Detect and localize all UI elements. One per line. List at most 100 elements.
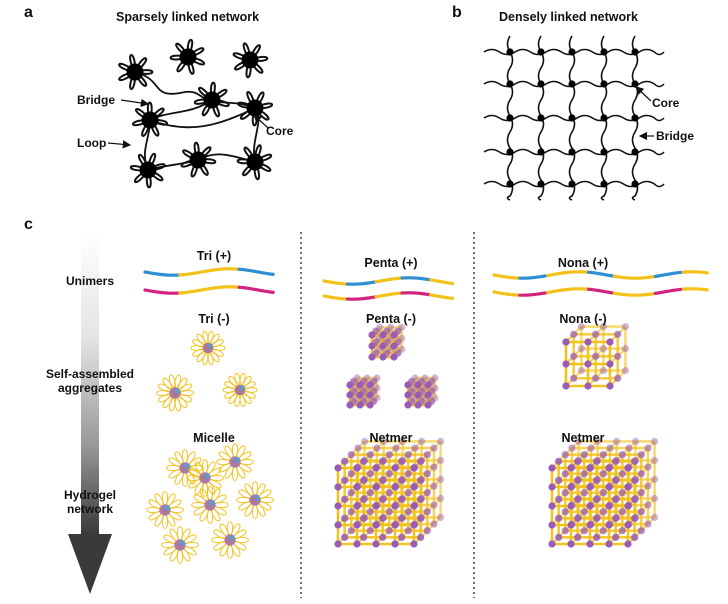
netmer-core bbox=[625, 501, 633, 509]
netmer-core bbox=[613, 475, 621, 483]
netmer-core bbox=[548, 502, 556, 510]
netmer-core bbox=[594, 437, 602, 445]
netmer-core bbox=[599, 508, 607, 516]
netmer-core bbox=[360, 457, 368, 465]
netmer-core bbox=[594, 456, 602, 464]
netmer-core bbox=[353, 374, 361, 382]
netmer-core bbox=[561, 527, 569, 535]
strand-segment bbox=[322, 294, 348, 301]
micelle-cluster bbox=[156, 374, 194, 412]
netmer-core bbox=[379, 514, 387, 522]
netmer-core bbox=[570, 330, 578, 338]
strand-segment bbox=[178, 285, 240, 295]
core-dot bbox=[246, 99, 264, 117]
netmer-core bbox=[347, 489, 355, 497]
aggregates-label-line2: aggregates bbox=[57, 381, 123, 395]
netmer-core bbox=[392, 463, 400, 471]
chain-loop bbox=[234, 389, 241, 407]
netmer-core bbox=[612, 514, 620, 522]
netmer-core bbox=[567, 540, 575, 548]
netmer-core bbox=[614, 352, 622, 360]
chain-loop bbox=[207, 347, 220, 363]
netmer-core bbox=[612, 476, 620, 484]
netmer-core bbox=[423, 489, 431, 497]
chain-loop bbox=[157, 392, 176, 403]
netmer-core bbox=[404, 527, 412, 535]
netmer-core bbox=[574, 476, 582, 484]
netmer-core bbox=[366, 527, 374, 535]
netmer-core bbox=[373, 374, 381, 382]
netmer-core bbox=[618, 451, 626, 459]
strand-segment bbox=[681, 270, 709, 275]
netmer-core bbox=[411, 482, 419, 490]
panel-letter-c: c bbox=[24, 216, 33, 233]
netmer-core bbox=[347, 508, 355, 516]
core-label-a: Core bbox=[266, 124, 294, 138]
core-dot bbox=[631, 114, 639, 122]
netmer-core bbox=[411, 444, 419, 452]
unimers-label: Unimers bbox=[65, 274, 115, 288]
netmer-core bbox=[593, 533, 601, 541]
netmer-core bbox=[599, 367, 608, 375]
netmer-core bbox=[387, 334, 395, 342]
netmer-core bbox=[417, 476, 425, 484]
hydrogel-label: Hydrogel network bbox=[64, 488, 116, 516]
chain-loop bbox=[254, 489, 272, 501]
netmer-core bbox=[385, 451, 393, 459]
netmer-core bbox=[574, 495, 582, 503]
netmer-core bbox=[349, 397, 358, 406]
netmer-core bbox=[418, 456, 426, 464]
netmer-label-penta: Netmer bbox=[369, 431, 413, 445]
netmer-core bbox=[430, 482, 438, 490]
netmer-core bbox=[373, 501, 381, 509]
strand-segment bbox=[429, 293, 455, 301]
netmer-core bbox=[379, 476, 387, 484]
netmer-core bbox=[575, 513, 583, 522]
netmer-core bbox=[606, 501, 614, 509]
netmer-core bbox=[392, 520, 400, 528]
netmer-core bbox=[625, 520, 633, 528]
netmer-core bbox=[399, 456, 407, 464]
chain-loop bbox=[174, 374, 182, 394]
netmer-core bbox=[577, 345, 586, 353]
micelle-cluster bbox=[211, 521, 249, 559]
panel-letter-a: a bbox=[24, 4, 33, 21]
netmer-core bbox=[593, 457, 601, 465]
netmer-core bbox=[383, 327, 391, 335]
netmer-core bbox=[561, 470, 569, 478]
netmer-core bbox=[417, 457, 425, 465]
strand-segment bbox=[400, 276, 432, 282]
netmer-core bbox=[624, 540, 632, 548]
unimer-strands bbox=[143, 267, 709, 301]
netmer-core bbox=[411, 520, 419, 528]
netmer-core bbox=[593, 476, 601, 484]
netmer-core bbox=[618, 489, 626, 497]
netmer-core bbox=[404, 489, 412, 497]
netmer-core bbox=[555, 533, 563, 541]
netmer-core bbox=[411, 374, 419, 382]
netmer-core bbox=[411, 463, 419, 471]
netmer-core bbox=[437, 513, 445, 522]
netmer-core bbox=[613, 437, 621, 445]
netmer-core bbox=[612, 533, 620, 541]
netmer-core bbox=[593, 495, 601, 503]
strand-segment bbox=[587, 287, 615, 295]
netmer-core bbox=[407, 377, 416, 386]
netmer-core bbox=[599, 451, 607, 459]
strand-segment bbox=[374, 276, 404, 284]
netmer-core bbox=[411, 384, 419, 392]
micelle-cluster bbox=[190, 331, 226, 365]
netmer-core bbox=[570, 374, 578, 382]
netmer-core bbox=[418, 513, 426, 522]
netmer-core bbox=[584, 360, 592, 368]
cluster-core-highlight bbox=[178, 539, 186, 547]
bridge-line bbox=[483, 114, 665, 122]
netmer-core bbox=[637, 451, 645, 459]
netmer-core bbox=[398, 334, 406, 342]
netmer-core bbox=[605, 540, 613, 548]
chain-loop bbox=[168, 374, 176, 394]
netmer-core bbox=[423, 470, 431, 478]
netmer-core bbox=[644, 520, 652, 528]
netmer-core bbox=[366, 508, 374, 516]
netmer-core bbox=[347, 470, 355, 478]
